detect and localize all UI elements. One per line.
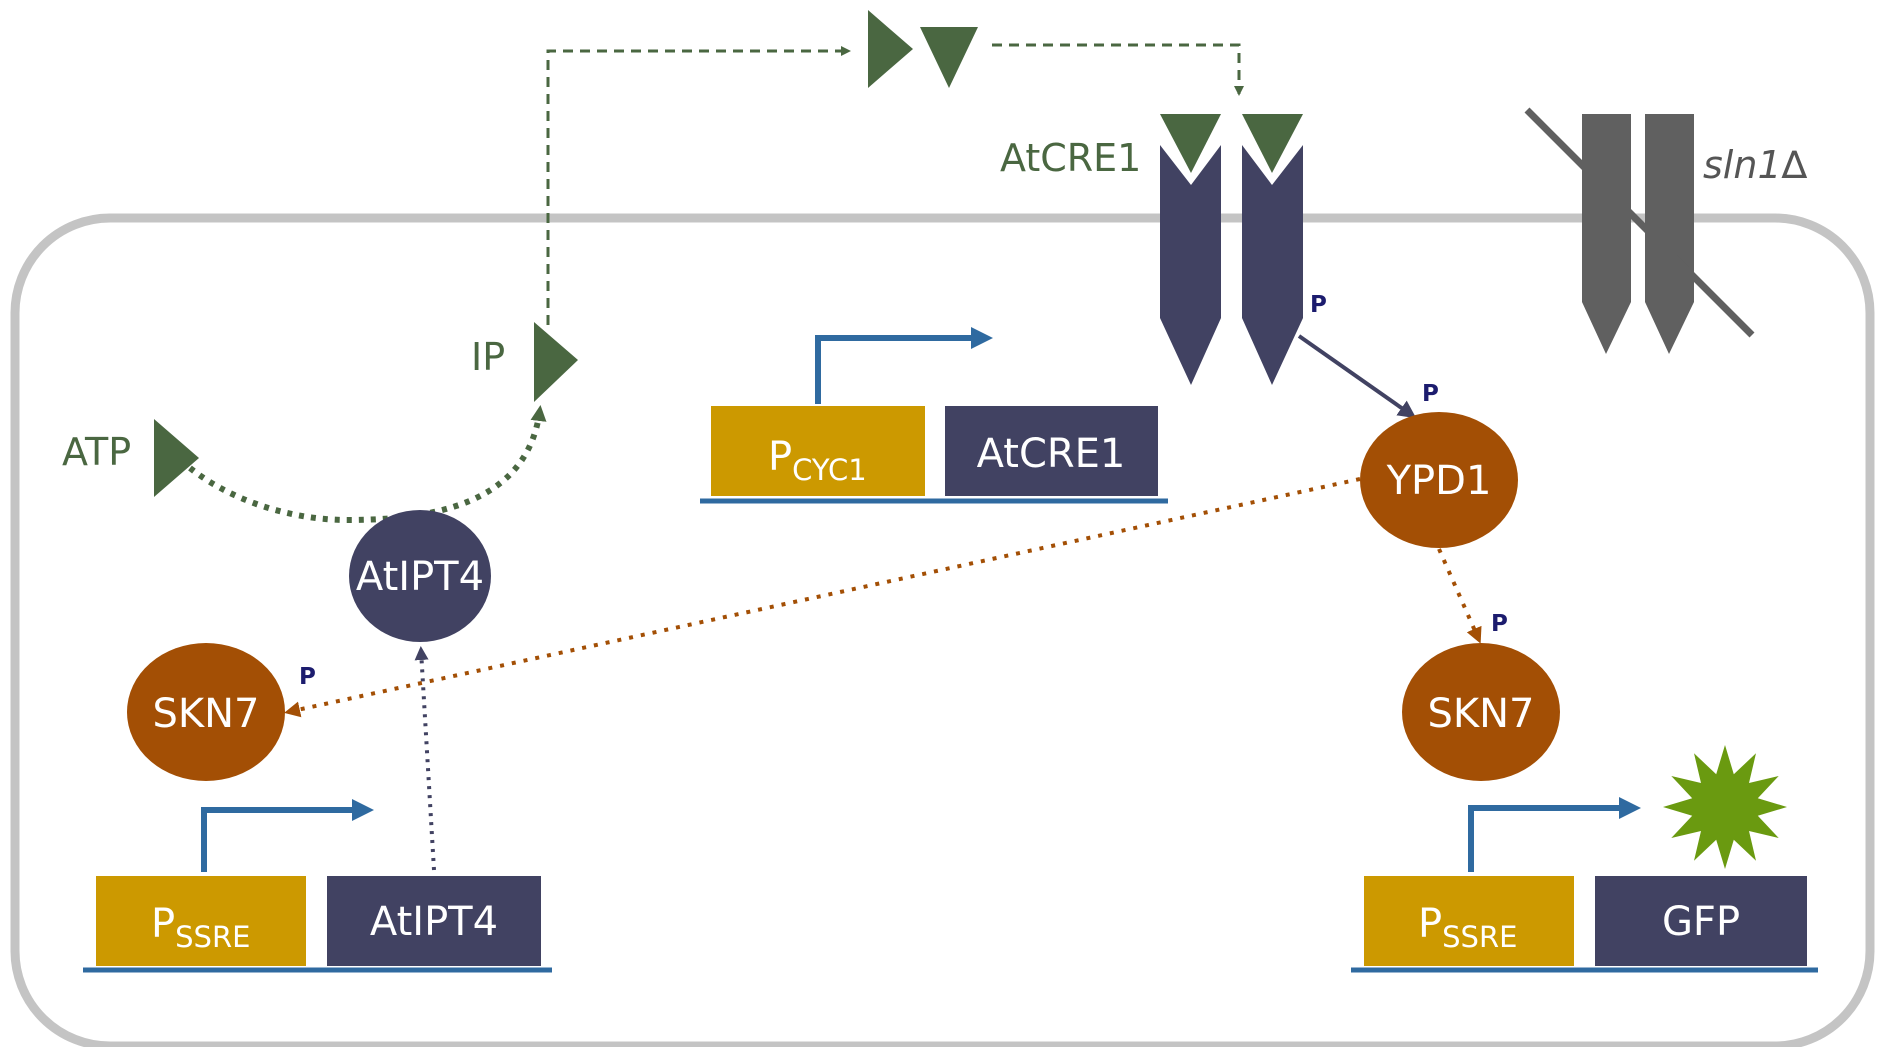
ypd1-to-skn7-right-dotted-arrow — [1437, 548, 1482, 644]
promoter-box-left — [96, 876, 306, 966]
ypd1-to-skn7-left-dotted-arrow — [284, 477, 1361, 718]
export-dashed-arrow — [546, 46, 851, 325]
atp-to-ip-dotted-arrow — [188, 405, 547, 524]
sln1-bar-left — [1582, 114, 1631, 354]
atcre1-receptor — [1160, 114, 1303, 385]
phospho-label-skn7-left: P — [299, 664, 316, 690]
atipt4-protein — [349, 510, 491, 642]
receptor-bar-right — [1242, 145, 1303, 385]
promoter-main-right: P — [1418, 901, 1442, 947]
sln1-bar-right — [1645, 114, 1694, 354]
sln1-deletion-label: sln1∆ — [1703, 143, 1808, 187]
phospho-label-ypd1: P — [1422, 381, 1439, 407]
atipt4-protein-label: AtIPT4 — [356, 554, 484, 600]
ypd1-protein — [1360, 412, 1518, 548]
transcription-start-arrow-right — [1468, 797, 1641, 872]
atcre1-receptor-label: AtCRE1 — [1000, 136, 1141, 180]
promoter-box-center — [711, 406, 925, 496]
ypd1-label: YPD1 — [1386, 458, 1492, 504]
promoter-main-center: P — [768, 434, 792, 480]
construct-pssre-atipt4: PSSRE AtIPT4 — [83, 799, 552, 973]
phospho-label-skn7-right: P — [1491, 611, 1508, 637]
atipt4-expression-dotted-arrow — [414, 646, 436, 871]
cytokinin-molecule-down-pointing — [920, 27, 978, 88]
ip-molecule — [534, 322, 578, 402]
gene-label-right: GFP — [1662, 899, 1740, 945]
binding-dashed-arrow — [992, 43, 1244, 96]
skn7-protein-right — [1402, 643, 1560, 781]
gene-box-right — [1595, 876, 1807, 966]
gene-label-left: AtIPT4 — [370, 899, 498, 945]
promoter-sub-right: SSRE — [1442, 920, 1517, 954]
phospho-label-receptor: P — [1310, 292, 1327, 318]
atp-molecule — [154, 419, 199, 497]
promoter-label-center: PCYC1 — [768, 434, 867, 487]
bound-cytokinin-left — [1160, 114, 1221, 173]
deletion-strike-line — [1524, 107, 1755, 338]
ip-label: IP — [471, 335, 505, 379]
construct-pcyc1-atcre1: PCYC1 AtCRE1 — [700, 327, 1168, 504]
cytokinin-molecule-right-pointing — [868, 10, 913, 88]
cell-membrane — [10, 213, 1875, 1047]
promoter-label-left: PSSRE — [151, 901, 250, 954]
skn7-right-label: SKN7 — [1428, 691, 1535, 737]
promoter-box-right — [1364, 876, 1574, 966]
skn7-left-label: SKN7 — [153, 691, 260, 737]
gene-label-center: AtCRE1 — [977, 431, 1126, 477]
promoter-sub-center: CYC1 — [792, 453, 867, 487]
skn7-protein-left — [127, 643, 285, 781]
transcription-start-arrow-left — [201, 799, 374, 872]
receptor-bar-left — [1160, 145, 1221, 385]
receptor-to-ypd1-arrow — [1297, 334, 1417, 419]
transcription-start-arrow-center — [815, 327, 993, 404]
promoter-label-right: PSSRE — [1418, 901, 1517, 954]
construct-pssre-gfp: PSSRE GFP — [1351, 797, 1818, 973]
bound-cytokinin-right — [1242, 114, 1303, 173]
sln1-deleted-receptor — [1524, 107, 1755, 354]
gfp-fluorescence-starburst-icon — [1663, 745, 1787, 869]
promoter-main-left: P — [151, 901, 175, 947]
atp-label: ATP — [62, 430, 131, 474]
gene-box-left — [327, 876, 541, 966]
promoter-sub-left: SSRE — [175, 920, 250, 954]
gene-box-center — [945, 406, 1158, 496]
